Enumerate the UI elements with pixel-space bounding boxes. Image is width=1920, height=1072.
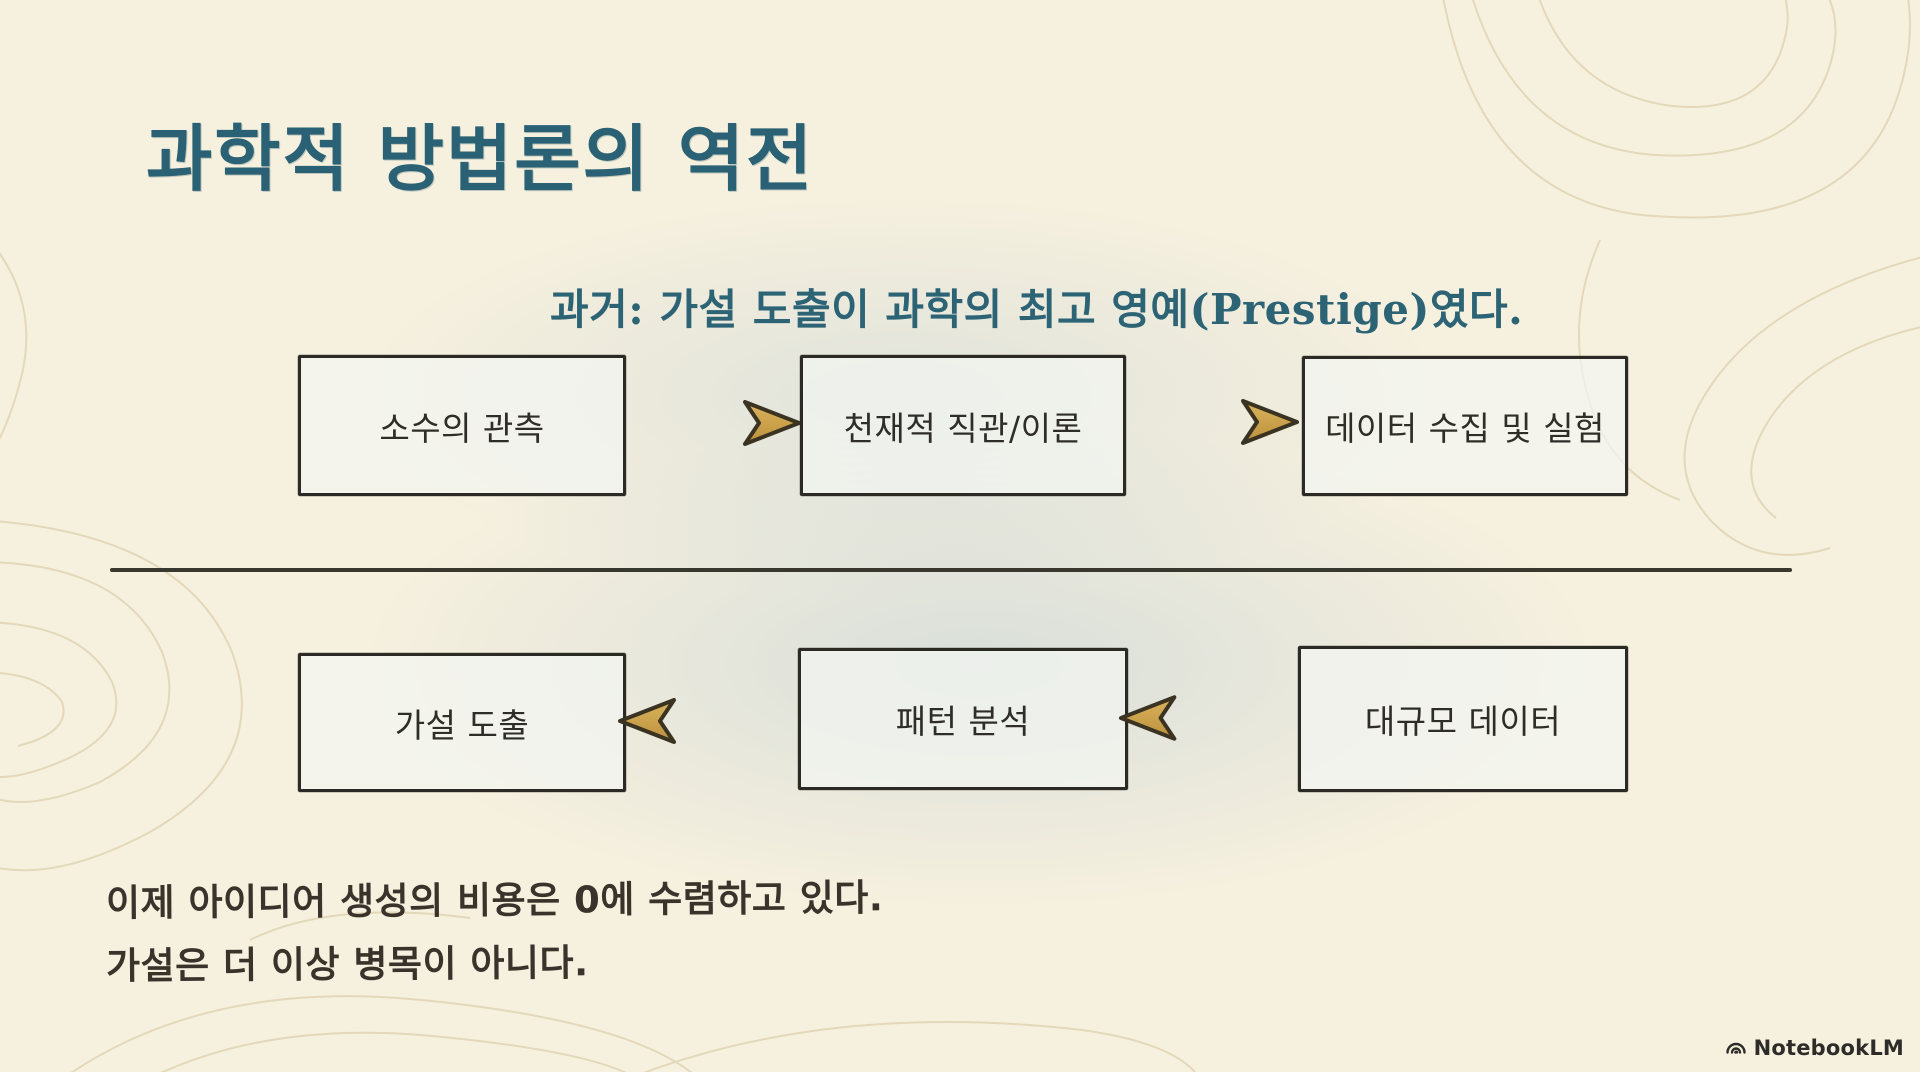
notebooklm-icon (1725, 1042, 1746, 1054)
flow-box-label: 소수의 관측 (379, 408, 545, 448)
slide-subtitle: 과거: 가설 도출이 과학의 최고 영예(Prestige)였다. (550, 285, 1524, 334)
flow-box-large-scale-data: 대규모 데이터 (1298, 646, 1628, 792)
flow-box-label: 데이터 수집 및 실험 (1325, 409, 1605, 448)
section-divider (110, 568, 1792, 572)
flow-box-label: 가설 도출 (394, 705, 530, 745)
flow-box-label: 천재적 직관/이론 (843, 408, 1083, 448)
arrow-left-icon (618, 698, 800, 744)
flow-box-few-observations: 소수의 관측 (298, 355, 626, 496)
flow-box-data-collection-experiments: 데이터 수집 및 실험 (1302, 356, 1628, 496)
arrow-right-icon (619, 400, 801, 446)
flow-box-label: 대규모 데이터 (1364, 702, 1562, 741)
page-title: 과학적 방법론의 역전 (146, 116, 815, 201)
flow-box-pattern-analysis: 패턴 분석 (798, 648, 1128, 790)
notebooklm-logo-label: NotebookLM (1753, 1036, 1904, 1060)
arrow-left-icon (1118, 695, 1299, 741)
notebooklm-logo: NotebookLM (1724, 1036, 1904, 1060)
flow-box-label: 패턴 분석 (895, 702, 1031, 741)
flow-box-genius-intuition-theory: 천재적 직관/이론 (800, 355, 1126, 496)
footer-note-line-1: 이제 아이디어 생성의 비용은 0에 수렴하고 있다. (105, 876, 884, 925)
footer-note-line-2: 가설은 더 이상 병목이 아니다. (105, 941, 589, 988)
flow-box-hypothesis-derivation: 가설 도출 (298, 653, 626, 792)
arrow-right-icon (1117, 399, 1299, 445)
